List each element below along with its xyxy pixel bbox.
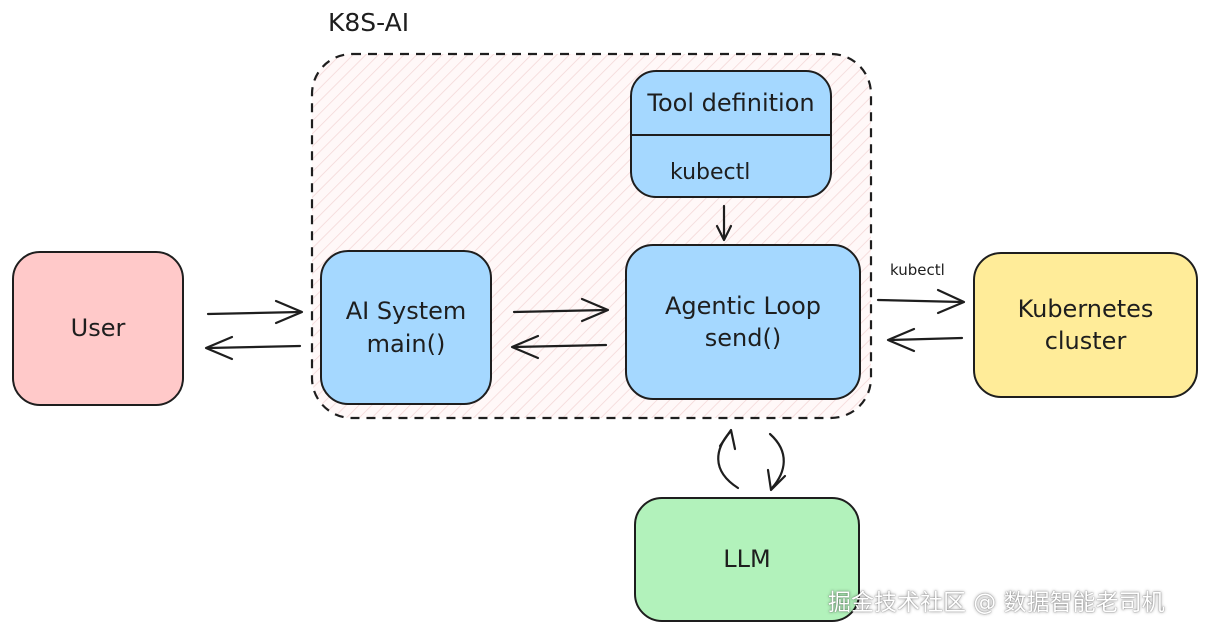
arrow-kubernetes-to-agentic-loop: [886, 327, 964, 353]
watermark: 掘金技术社区 @ 数据智能老司机: [828, 590, 1165, 616]
ai-system-node: AI System main(): [320, 250, 492, 405]
arrow-ai-system-to-user: [204, 335, 302, 361]
agentic-loop-label: Agentic Loop: [664, 291, 822, 320]
arrow-tool-to-agentic-loop: [715, 204, 733, 242]
kubernetes-sublabel: cluster: [1044, 327, 1127, 355]
kubernetes-label: Kubernetes: [1017, 294, 1154, 323]
arrow-llm-to-agentic-loop: [717, 428, 740, 490]
ai-system-function: main(): [366, 329, 446, 358]
user-label: User: [70, 314, 126, 343]
kubectl-edge-label: kubectl: [890, 261, 945, 279]
arrow-ai-system-to-agentic-loop: [512, 297, 610, 323]
arrow-agentic-loop-to-ai-system: [510, 334, 608, 360]
arrow-agentic-loop-to-llm: [766, 432, 787, 492]
tool-definition-item: kubectl: [670, 160, 751, 185]
agentic-loop-function: send(): [704, 324, 782, 352]
llm-label: LLM: [723, 545, 771, 574]
agentic-loop-node: Agentic Loop send(): [625, 244, 861, 400]
tool-definition-box: Tool definition kubectl: [630, 70, 832, 198]
group-title: K8S-AI: [328, 8, 410, 37]
arrow-agentic-loop-to-kubernetes: [876, 288, 966, 315]
user-node: User: [12, 251, 184, 406]
kubernetes-cluster-node: Kubernetes cluster: [973, 252, 1198, 398]
tool-definition-title: Tool definition: [632, 72, 830, 136]
llm-node: LLM: [634, 497, 860, 622]
arrow-user-to-ai-system: [206, 299, 304, 325]
ai-system-label: AI System: [345, 297, 467, 326]
